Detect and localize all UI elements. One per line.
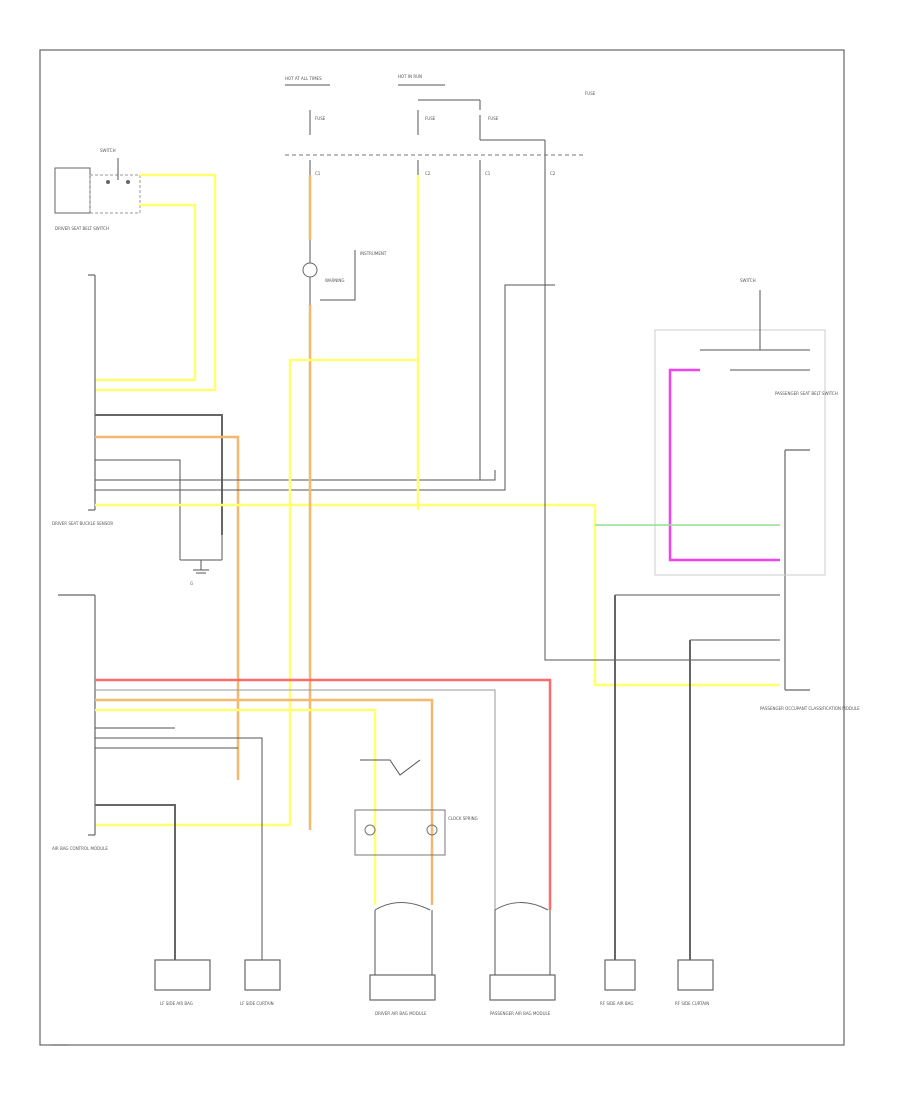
diagram-border (39, 49, 845, 1046)
svg-text:C2: C2 (550, 171, 556, 176)
lf-side-airbag: LF SIDE AIR BAG (154, 959, 211, 1006)
driver-seat-belt-switch: SWITCH DRIVER SEAT BELT SWITCH (54, 148, 141, 231)
label-airbag-module: AIR BAG CONTROL MODULE (52, 846, 108, 851)
svg-text:SWITCH: SWITCH (740, 278, 756, 283)
svg-text:FUSE: FUSE (425, 116, 436, 121)
label-hot-at-all-times: HOT AT ALL TIMES (285, 76, 322, 81)
label-driver-seat-switch: DRIVER SEAT BELT SWITCH (55, 226, 109, 231)
connector-right (784, 449, 810, 691)
label-pass-airbag: PASSENGER AIR BAG MODULE (490, 1011, 551, 1016)
svg-text:WARNING: WARNING (325, 278, 345, 283)
rf-curtain-airbag: RF SIDE CURTAIN (675, 959, 714, 1006)
label-passenger-seat-switch: PASSENGER SEAT BELT SWITCH (775, 391, 838, 396)
label-ground: G (190, 581, 193, 586)
label-clock-spring: CLOCK SPRING (448, 816, 478, 821)
passenger-seat-belt-switch: SWITCH PASSENGER SEAT BELT SWITCH (654, 278, 838, 576)
ground-symbol: G (179, 535, 223, 586)
label-rf-side: RF SIDE AIR BAG (600, 1001, 633, 1006)
svg-text:C1: C1 (485, 171, 491, 176)
svg-text:C1: C1 (315, 171, 321, 176)
fuse-panel: HOT AT ALL TIMES HOT IN RUN FUSE FUSE FU… (285, 74, 596, 176)
label-pass-occ-sensor: PASSENGER OCCUPANT CLASSIFICATION MODULE (760, 706, 860, 711)
driver-airbag: DRIVER AIR BAG MODULE (369, 902, 436, 1016)
label-rf-curtain: RF SIDE CURTAIN (675, 1001, 709, 1006)
svg-text:SWITCH: SWITCH (100, 148, 116, 153)
label-lf-side: LF SIDE AIR BAG (160, 1001, 193, 1006)
connector-lower-left (58, 594, 96, 836)
connector-upper-left (88, 274, 96, 511)
lf-curtain-airbag: LF SIDE CURTAIN (240, 959, 281, 1006)
label-lf-curtain: LF SIDE CURTAIN (240, 1001, 274, 1006)
rf-side-airbag: RF SIDE AIR BAG (600, 959, 636, 1006)
passenger-airbag: PASSENGER AIR BAG MODULE (489, 902, 556, 1016)
clock-spring: CLOCK SPRING (354, 759, 478, 856)
label-drv-buckle-sensor: DRIVER SEAT BUCKLE SENSOR (52, 521, 113, 526)
svg-text:FUSE: FUSE (488, 116, 499, 121)
label-drv-airbag: DRIVER AIR BAG MODULE (375, 1011, 427, 1016)
svg-text:FUSE: FUSE (585, 91, 596, 96)
svg-text:FUSE: FUSE (315, 116, 326, 121)
label-hot-in-run: HOT IN RUN (398, 74, 422, 79)
svg-text:C2: C2 (425, 171, 431, 176)
svg-text:INSTRUMENT: INSTRUMENT (360, 251, 387, 256)
